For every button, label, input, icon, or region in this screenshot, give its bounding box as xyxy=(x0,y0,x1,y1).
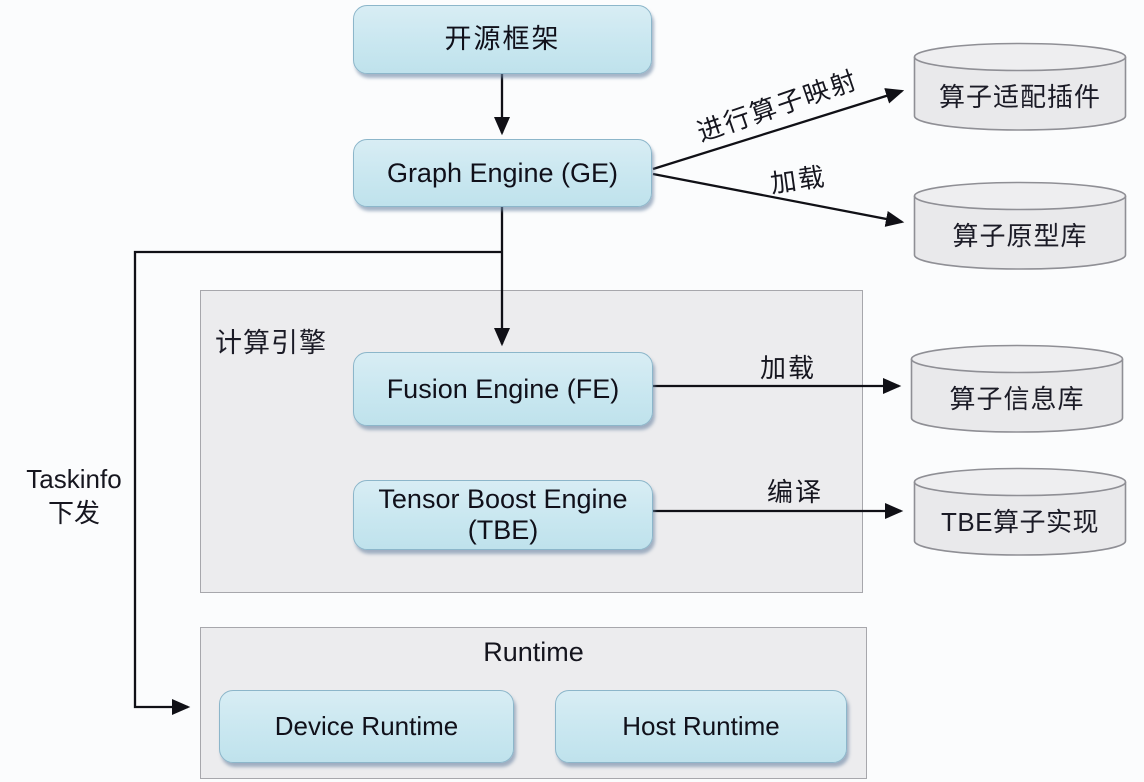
node-host-runtime-label: Host Runtime xyxy=(622,711,780,741)
datastore-info-lib-label: 算子信息库 xyxy=(949,383,1085,414)
node-tensor-boost-engine: Tensor Boost Engine (TBE) xyxy=(353,480,653,550)
datastore-prototype-lib-label: 算子原型库 xyxy=(952,220,1088,251)
runtime-group-label: Runtime xyxy=(483,637,584,667)
cylinder-icon xyxy=(913,467,1127,556)
node-fusion-engine-label: Fusion Engine (FE) xyxy=(386,373,620,404)
cylinder-icon xyxy=(910,344,1124,433)
edge-label-compile: 编译 xyxy=(766,477,823,507)
node-tbe-label-line1: Tensor Boost Engine xyxy=(378,484,628,514)
node-open-framework: 开源框架 xyxy=(353,5,652,74)
datastore-tbe-impl: TBE算子实现 xyxy=(913,467,1127,557)
node-open-framework-label: 开源框架 xyxy=(444,24,561,54)
node-fusion-engine: Fusion Engine (FE) xyxy=(353,352,653,426)
datastore-tbe-impl-label: TBE算子实现 xyxy=(940,506,1100,537)
datastore-info-lib: 算子信息库 xyxy=(910,344,1124,434)
node-device-runtime: Device Runtime xyxy=(219,690,514,763)
cylinder-icon xyxy=(913,42,1127,131)
edge-label-load-mid: 加载 xyxy=(759,353,816,383)
datastore-adapter-plugin-label: 算子适配插件 xyxy=(938,81,1101,112)
node-graph-engine-label: Graph Engine (GE) xyxy=(386,157,619,188)
datastore-prototype-lib: 算子原型库 xyxy=(913,181,1127,271)
taskinfo-line2: 下发 xyxy=(47,498,100,528)
arrow-taskinfo-to-runtime xyxy=(133,250,502,716)
taskinfo-line1: Taskinfo xyxy=(26,464,122,494)
node-tbe-label-line2: (TBE) xyxy=(467,515,539,545)
compute-engine-group-label: 计算引擎 xyxy=(215,328,327,358)
node-device-runtime-label: Device Runtime xyxy=(274,711,459,741)
cylinder-icon xyxy=(913,181,1127,270)
arrow-ge-to-adapter-plugin xyxy=(652,88,905,171)
edge-label-taskinfo: Taskinfo 下发 xyxy=(8,462,140,530)
node-host-runtime: Host Runtime xyxy=(555,690,847,763)
node-graph-engine: Graph Engine (GE) xyxy=(353,139,652,207)
arrow-ge-to-prototype-lib xyxy=(652,172,905,227)
datastore-adapter-plugin: 算子适配插件 xyxy=(913,42,1127,132)
